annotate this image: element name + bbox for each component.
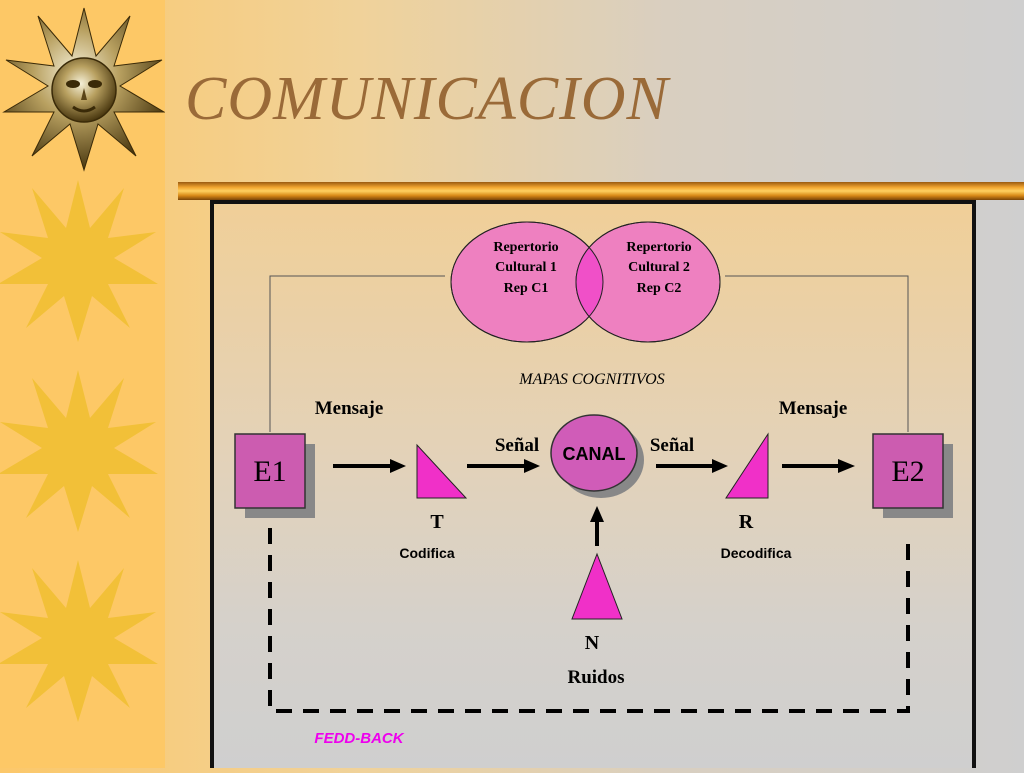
repertorio-2-line-1: Repertorio [626,240,691,255]
sun-face-icon [2,7,166,172]
connector-e1-repertorio [269,275,445,432]
repertorio-2-line-2: Cultural 2 [628,260,690,275]
senal-right-label: Señal [650,435,694,456]
senal-left-label: Señal [495,435,539,456]
t-label: T [430,511,444,533]
feedback-loop [268,528,910,713]
n-label: N [585,632,600,654]
sun-icon [0,560,158,722]
decodifica-label: Decodifica [721,545,792,561]
codifica-label: Codifica [399,545,454,561]
canal-label: CANAL [563,444,626,464]
arrow-r-to-e2 [782,459,855,473]
title-divider [178,182,1024,200]
slide-title: COMUNICACION [185,65,669,133]
e2-box [872,433,944,509]
feedback-label: FEDD-BACK [314,730,404,747]
r-label: R [739,511,754,533]
e2-label: E2 [891,455,924,488]
repertorio-1-line-2: Cultural 1 [495,260,557,275]
arrow-canal-to-r [656,459,728,473]
ruidos-label: Ruidos [567,667,624,688]
e1-label: E1 [253,455,286,488]
repertorio-1-line-3: Rep C1 [504,281,549,296]
receiver-triangle [725,432,769,499]
canal-circle [550,414,638,492]
arrow-n-to-canal [590,506,604,546]
repertorio-2-line-3: Rep C2 [637,281,682,296]
arrow-e1-to-t [333,459,406,473]
sun-icon [0,370,158,532]
connector-e2-repertorio [725,275,909,432]
mensaje-left-label: Mensaje [315,398,384,419]
transmitter-triangle [416,443,468,499]
mapas-cognitivos-label: MAPAS COGNITIVOS [518,371,664,388]
e1-box [234,433,306,509]
mensaje-right-label: Mensaje [779,398,848,419]
sun-column [0,7,166,722]
repertorio-1-line-1: Repertorio [493,240,558,255]
sidebar-decoration [0,0,166,768]
noise-triangle [571,552,623,620]
sun-icon [0,180,158,342]
arrow-t-to-canal [467,459,540,473]
